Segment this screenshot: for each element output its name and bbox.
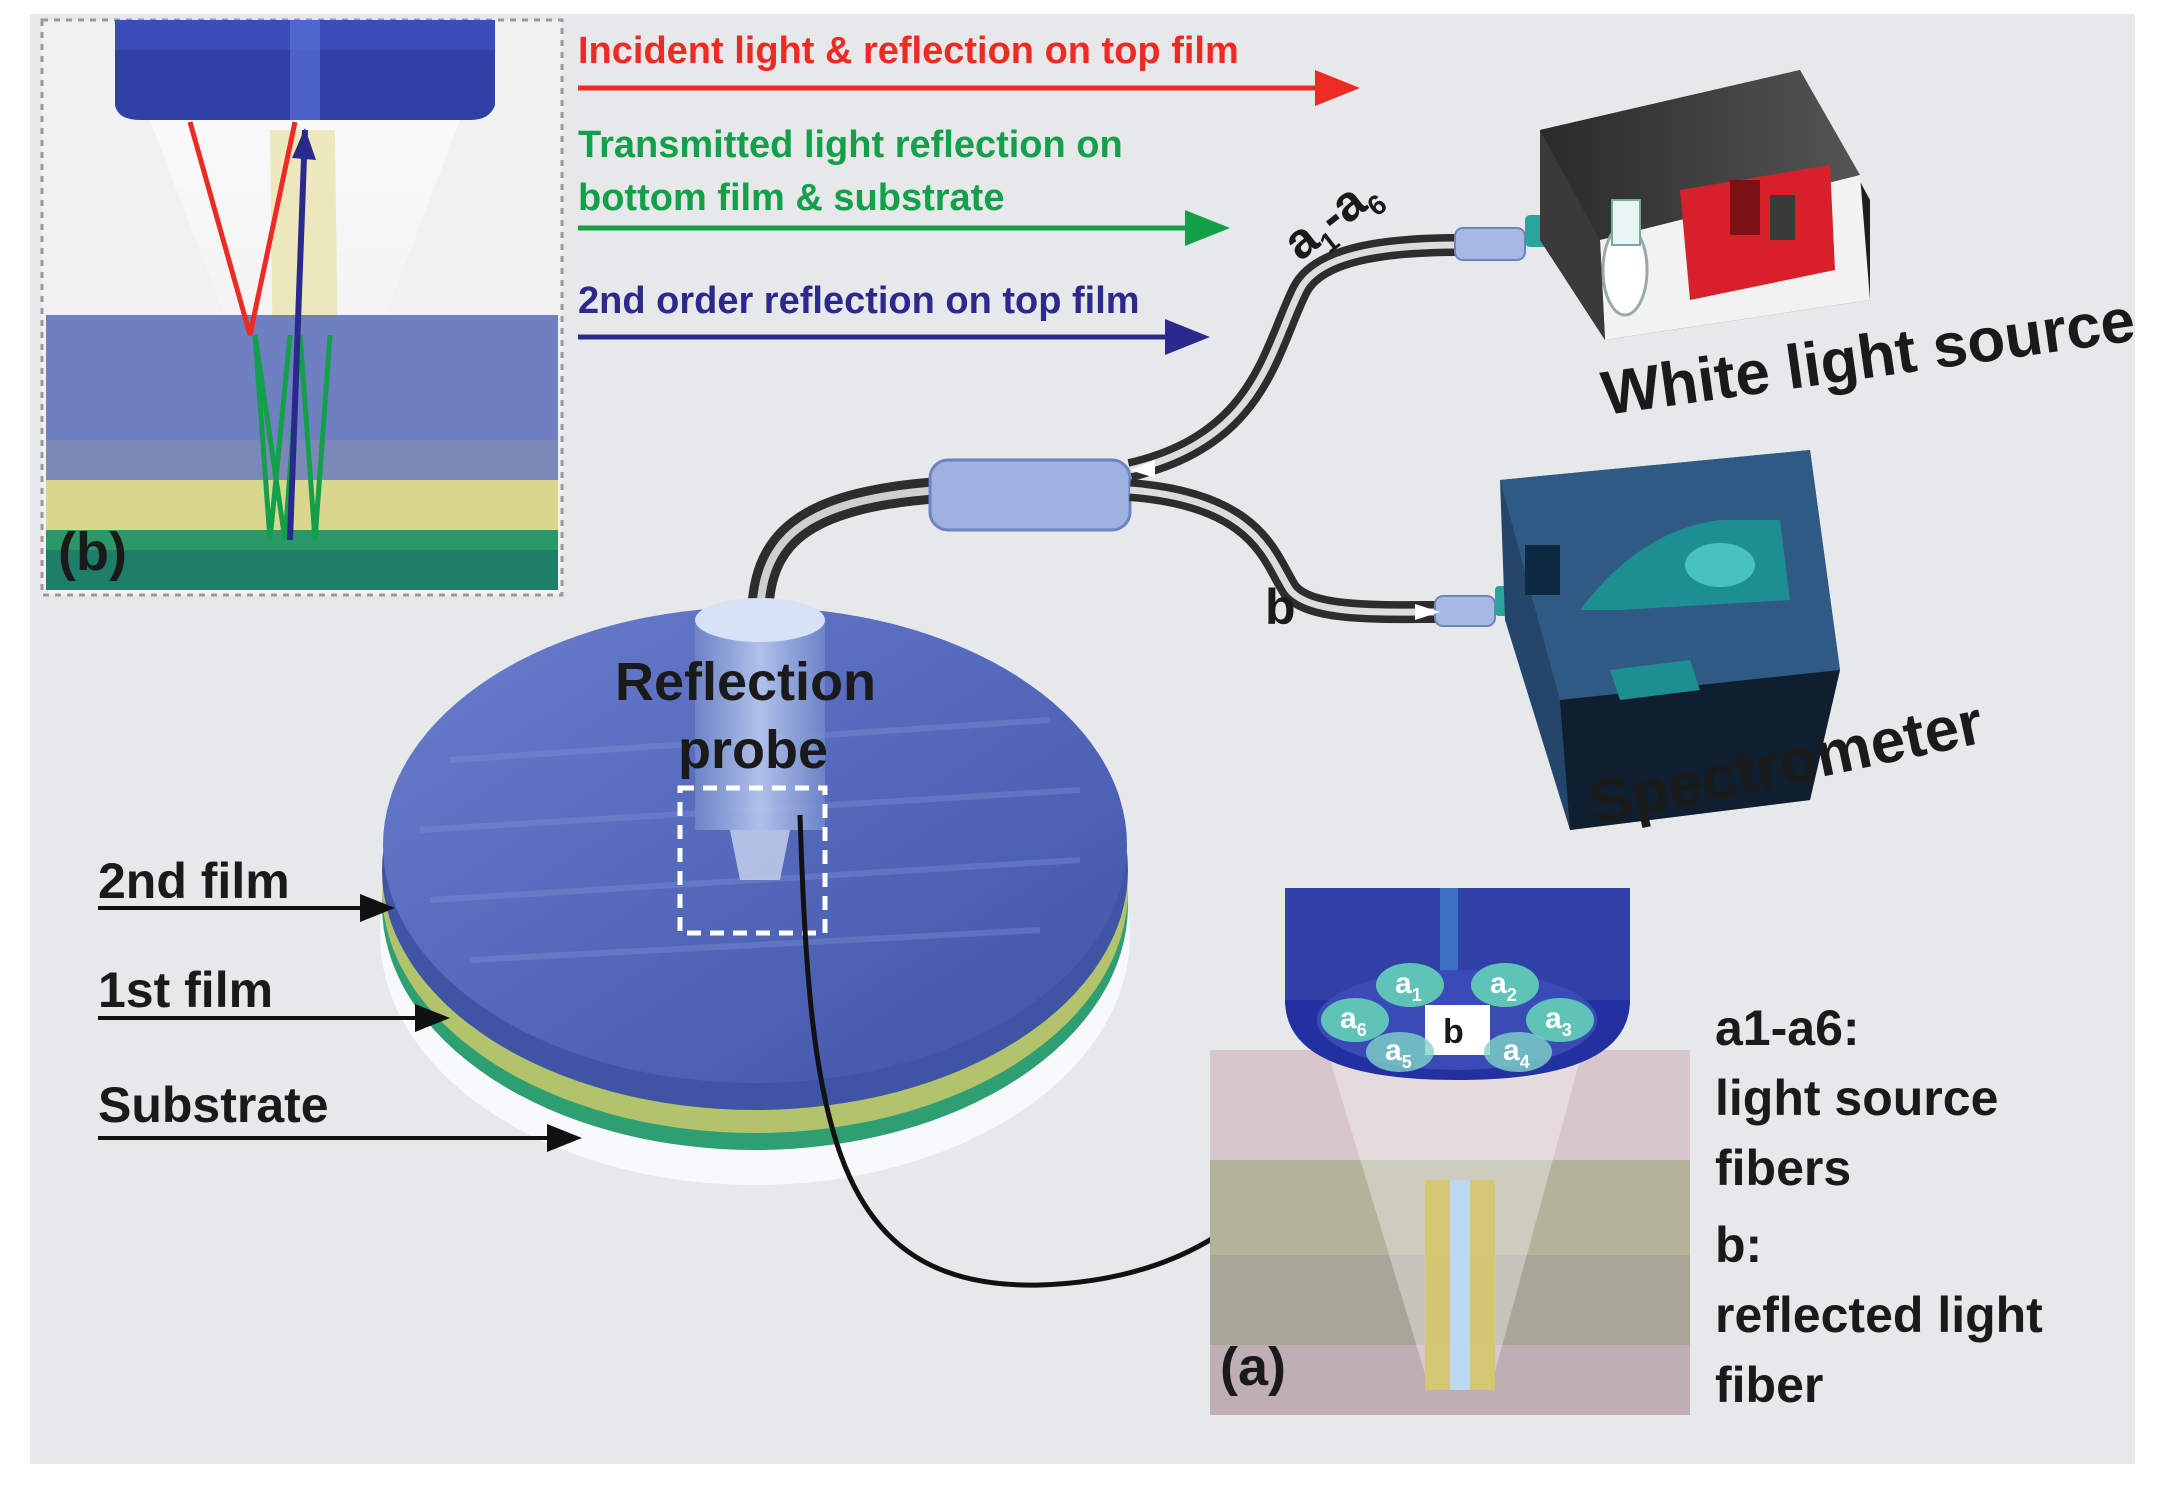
desc-b-line1: reflected light: [1715, 1287, 2043, 1343]
desc-b-line2: fiber: [1715, 1357, 1823, 1413]
desc-a-title: a1-a6:: [1715, 1000, 1860, 1056]
panel-b-label: (b): [58, 522, 127, 582]
fiber-description: a1-a6: light source fibers b: reflected …: [1715, 1000, 2043, 1413]
second-film-label: 2nd film: [98, 853, 290, 909]
desc-a-line1: light source: [1715, 1070, 1998, 1126]
legend-transmitted-text-2: bottom film & substrate: [578, 177, 1004, 219]
legend-incident-text: Incident light & reflection on top film: [578, 30, 1239, 72]
legend: Incident light & reflection on top film …: [578, 30, 1360, 355]
fiber-bundle-center-label: b: [1443, 1013, 1464, 1051]
inset-b-panel: (b): [40, 18, 564, 597]
svg-text:a2: a2: [1490, 967, 1517, 1005]
panel-a-label: (a): [1220, 1337, 1286, 1397]
probe-zoom-box: [677, 785, 828, 936]
legend-second-order-arrowhead: [1165, 319, 1210, 355]
legend-second-order-text: 2nd order reflection on top film: [578, 280, 1140, 322]
fiber-b-label: b: [1265, 579, 1296, 635]
fiber-b-center: [1425, 1005, 1490, 1055]
fiber-splitter: [928, 458, 1132, 532]
svg-text:a5: a5: [1385, 1034, 1412, 1072]
substrate-label: Substrate: [98, 1077, 329, 1133]
fiber-a4: a4: [1484, 1032, 1552, 1072]
legend-transmitted-arrowhead: [1185, 210, 1230, 246]
white-light-source-device: [1540, 70, 1870, 340]
layer-labels: 2nd film 1st film Substrate: [98, 853, 582, 1152]
fiber-a5: a5: [1366, 1032, 1434, 1072]
first-film-label: 1st film: [98, 962, 273, 1018]
desc-a-line2: fibers: [1715, 1140, 1851, 1196]
reflection-probe-label-1: Reflection: [615, 652, 876, 712]
spectrometer-device: [1500, 450, 1840, 830]
svg-text:a3: a3: [1545, 1002, 1572, 1040]
fiber-a3: a3: [1526, 998, 1594, 1042]
svg-text:a6: a6: [1340, 1002, 1367, 1040]
svg-text:a1: a1: [1395, 967, 1422, 1005]
fiber-a1: a1: [1376, 963, 1444, 1007]
reflection-probe: [695, 598, 825, 880]
desc-b-title: b:: [1715, 1217, 1762, 1273]
legend-transmitted-text-1: Transmitted light reflection on: [578, 124, 1123, 166]
fiber-a2: a2: [1471, 963, 1539, 1007]
svg-text:a4: a4: [1503, 1034, 1530, 1072]
legend-incident-arrowhead: [1315, 70, 1360, 106]
reflection-probe-label-2: probe: [678, 720, 828, 780]
fiber-a6: a6: [1321, 998, 1389, 1042]
